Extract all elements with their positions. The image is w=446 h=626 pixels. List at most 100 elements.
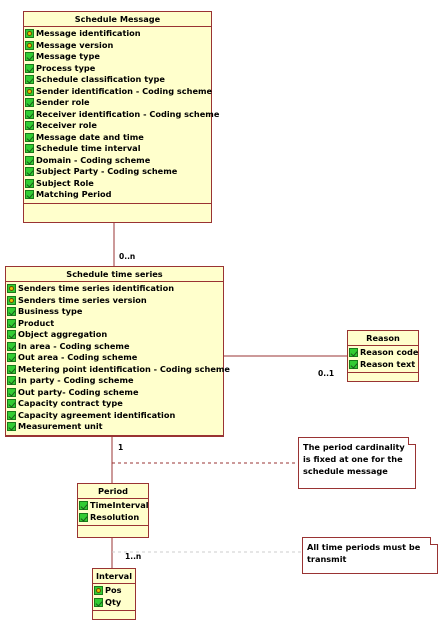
multiplicity-message-series: 0..n <box>119 252 136 261</box>
attribute-label: Measurement unit <box>18 421 103 431</box>
attribute-label: Receiver identification - Coding scheme <box>36 108 220 119</box>
attribute-row[interactable]: Process type <box>25 63 211 75</box>
attribute-list: Reason code Reason text <box>348 346 418 373</box>
attribute-icon <box>349 359 358 369</box>
attribute-label: Senders time series identification <box>18 283 175 293</box>
attribute-icon <box>25 63 34 73</box>
attribute-label: Process type <box>36 62 96 73</box>
attribute-row[interactable]: Sender identification - Coding scheme <box>25 85 213 98</box>
attribute-row[interactable]: Capacity agreement identification <box>7 410 223 422</box>
attribute-label: Subject Role <box>36 177 94 188</box>
note-fold-corner <box>430 537 438 545</box>
class-schedule-time-series[interactable]: Schedule time series Senders time series… <box>5 266 230 437</box>
attribute-row[interactable]: Schedule time interval <box>25 143 211 155</box>
attribute-row[interactable]: Message version <box>25 40 211 52</box>
class-interval[interactable]: Interval Pos Qty <box>92 568 136 620</box>
attribute-row[interactable]: TimeInterval <box>79 500 149 512</box>
attribute-icon <box>349 348 358 358</box>
attribute-list: Message identification Message version M… <box>24 27 219 204</box>
attribute-label: Sender identification - Coding scheme <box>36 85 213 96</box>
attribute-icon <box>7 376 16 386</box>
note-line: All time periods must be <box>307 542 421 552</box>
attribute-row[interactable]: Reason text <box>349 359 418 371</box>
attribute-label: Domain - Coding scheme <box>36 154 151 165</box>
attribute-row[interactable]: In party - Coding scheme <box>7 375 223 387</box>
attribute-row[interactable]: Capacity contract type <box>7 398 223 410</box>
attribute-row[interactable]: Subject Role <box>25 178 211 190</box>
attribute-icon <box>25 98 34 108</box>
attribute-icon <box>94 597 103 607</box>
attribute-label: In area - Coding scheme <box>18 340 130 351</box>
attribute-icon <box>25 109 34 119</box>
attribute-row[interactable]: Resolution <box>79 512 148 524</box>
attribute-icon <box>7 330 16 340</box>
attribute-label: Out party- Coding scheme <box>18 386 139 397</box>
note-fold-corner <box>408 437 416 445</box>
attribute-icon <box>7 307 16 317</box>
class-title: Interval <box>93 569 135 584</box>
attribute-row[interactable]: Object aggregation <box>7 329 223 341</box>
class-period[interactable]: Period TimeInterval Resolution <box>77 483 149 538</box>
attribute-icon <box>25 144 34 154</box>
attribute-row[interactable]: Qty <box>94 597 135 609</box>
attribute-row[interactable]: Out area - Coding scheme <box>7 352 223 364</box>
attribute-label: Metering point identification - Coding s… <box>18 363 230 374</box>
attribute-row[interactable]: Matching Period <box>25 189 211 201</box>
key-attribute-icon <box>7 284 16 294</box>
attribute-icon <box>25 178 34 188</box>
attribute-label: Product <box>18 317 55 328</box>
attribute-row[interactable]: Measurement unit <box>7 421 223 433</box>
attribute-row[interactable]: Message type <box>25 51 211 63</box>
attribute-label: Capacity agreement identification <box>18 409 176 420</box>
attribute-label: TimeInterval <box>90 500 149 510</box>
attribute-label: Schedule time interval <box>36 143 141 153</box>
attribute-row[interactable]: Message date and time <box>25 132 211 144</box>
attribute-label: Matching Period <box>36 189 112 199</box>
attribute-label: Qty <box>105 596 122 607</box>
attribute-row[interactable]: Business type <box>7 306 223 318</box>
key-attribute-icon <box>25 40 34 50</box>
attribute-icon <box>7 399 16 409</box>
attribute-row[interactable]: Schedule classification type <box>25 74 211 86</box>
attribute-row[interactable]: Message identification <box>25 28 211 40</box>
attribute-row[interactable]: Sender role <box>25 97 211 109</box>
attribute-label: Message version <box>36 39 114 50</box>
class-title: Schedule time series <box>6 267 223 282</box>
attribute-icon <box>7 341 16 351</box>
attribute-row[interactable]: Receiver identification - Coding scheme <box>25 109 219 121</box>
attribute-row[interactable]: Out party- Coding scheme <box>7 387 223 399</box>
attribute-label: Subject Party - Coding scheme <box>36 166 178 176</box>
key-attribute-icon <box>25 86 34 96</box>
key-attribute-icon <box>25 29 34 39</box>
class-reason[interactable]: Reason Reason code Reason text <box>347 330 419 382</box>
attribute-row[interactable]: Pos <box>94 585 135 597</box>
attribute-row[interactable]: In area - Coding scheme <box>7 341 223 353</box>
attribute-row[interactable]: Senders time series identification <box>7 283 223 295</box>
attribute-row[interactable]: Senders time series version <box>7 295 223 307</box>
note-line: The period cardinality <box>303 442 405 452</box>
attribute-label: Resolution <box>90 511 140 522</box>
class-schedule-message[interactable]: Schedule Message Message identification … <box>23 11 219 223</box>
attribute-label: Reason text <box>360 358 416 369</box>
attribute-row[interactable]: Subject Party - Coding scheme <box>25 166 211 178</box>
attribute-label: Message identification <box>36 28 141 38</box>
attribute-icon <box>25 132 34 142</box>
multiplicity-series-period: 1 <box>118 443 124 452</box>
note-period-cardinality: The period cardinality is fixed at one f… <box>298 437 416 489</box>
multiplicity-series-reason: 0..1 <box>318 369 335 378</box>
attribute-icon <box>7 410 16 420</box>
attribute-row[interactable]: Domain - Coding scheme <box>25 155 211 167</box>
attribute-label: Reason code <box>360 347 419 357</box>
attribute-row[interactable]: Reason code <box>349 347 418 359</box>
attribute-label: Capacity contract type <box>18 398 123 408</box>
attribute-row[interactable]: Product <box>7 318 223 330</box>
attribute-icon <box>25 121 34 131</box>
attribute-icon <box>7 353 16 363</box>
attribute-list: Senders time series identification Sende… <box>6 282 230 436</box>
attribute-icon <box>79 512 88 522</box>
attribute-row[interactable]: Receiver role <box>25 120 211 132</box>
attribute-row[interactable]: Metering point identification - Coding s… <box>7 364 230 376</box>
note-all-time-periods: All time periods must be transmit <box>302 537 438 574</box>
attribute-label: Message type <box>36 51 100 61</box>
